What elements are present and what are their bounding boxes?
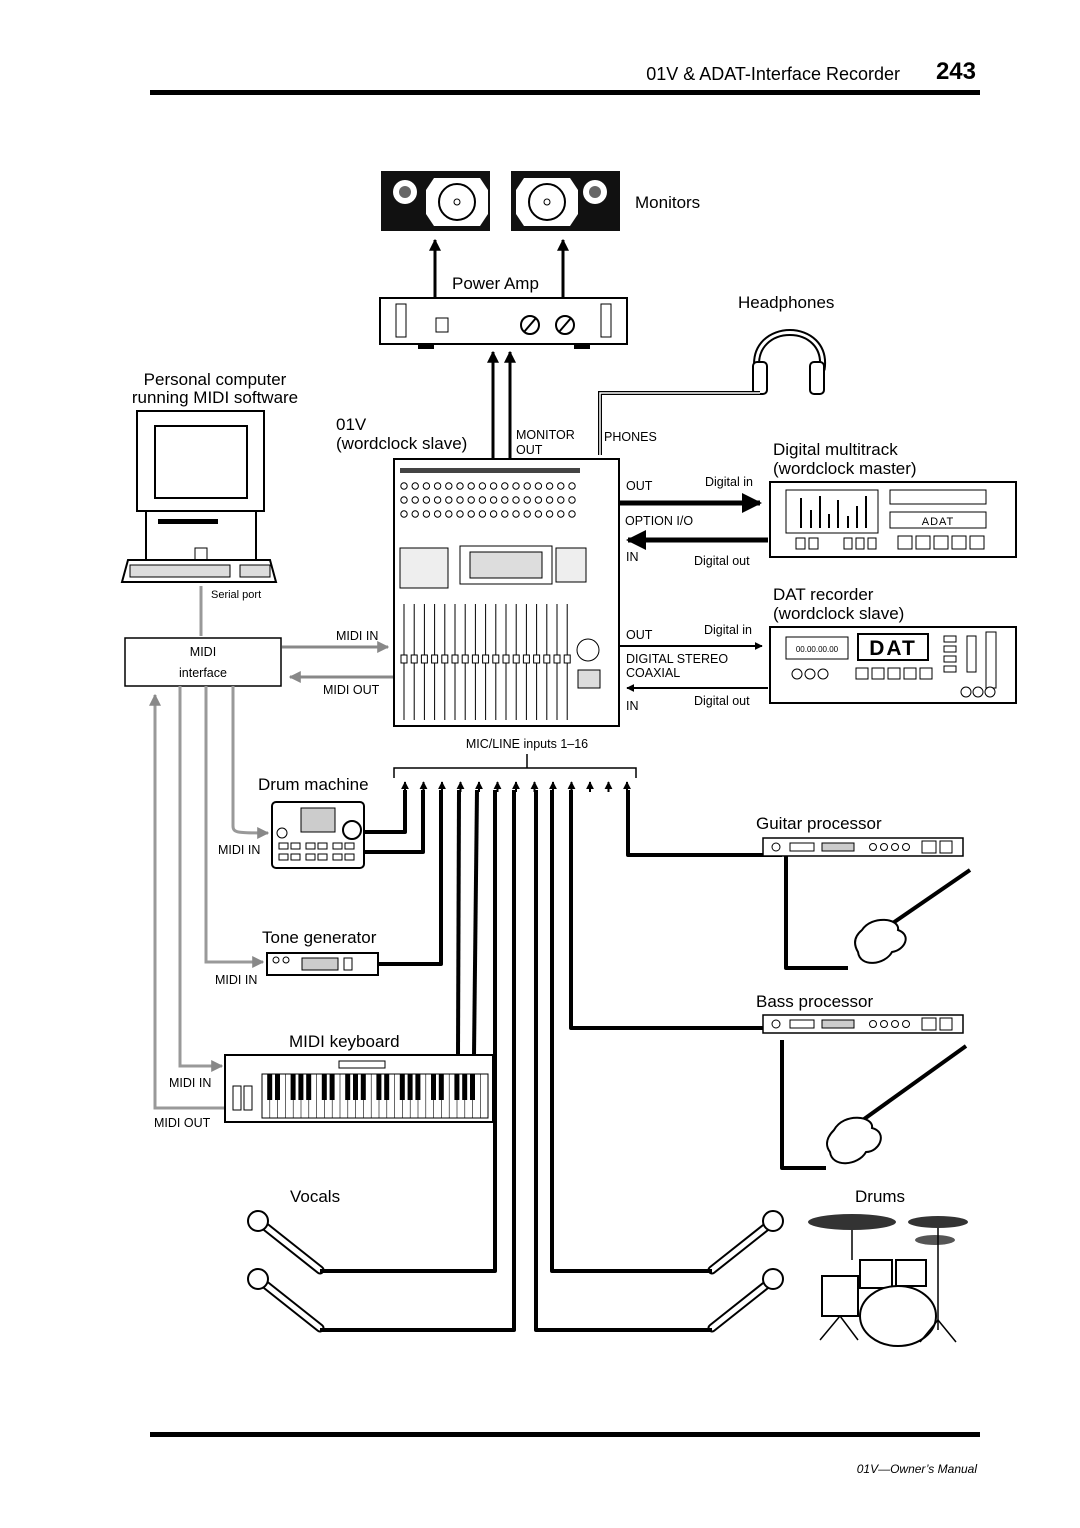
microphone-left-2 xyxy=(247,1268,325,1333)
keyboard-midi-in-label: MIDI IN xyxy=(169,1076,211,1090)
coax-label-2: COAXIAL xyxy=(626,666,680,680)
computer-label-1: Personal computer xyxy=(144,370,287,389)
digital-out-label-1: Digital out xyxy=(694,554,750,568)
drum-kit xyxy=(808,1214,968,1347)
dat-label-1: DAT recorder xyxy=(773,585,874,604)
guitar-processor-label: Guitar processor xyxy=(756,814,882,833)
coax-in-label: IN xyxy=(626,699,639,713)
page-header: 01V & ADAT-Interface Recorder 243 xyxy=(150,58,980,88)
drum-midi-in-label: MIDI IN xyxy=(218,843,260,857)
guitar-processor xyxy=(762,837,964,857)
digital-in-label-1: Digital in xyxy=(705,475,753,489)
multitrack-label-2: (wordclock master) xyxy=(773,459,917,478)
electric-guitar xyxy=(854,868,972,964)
digital-out-label-2: Digital out xyxy=(694,694,750,708)
monitor-out-label-1: MONITOR xyxy=(516,428,575,442)
coax-label-1: DIGITAL STEREO xyxy=(626,652,728,666)
bass-processor-label: Bass processor xyxy=(756,992,873,1011)
mic-line-inputs-label: MIC/LINE inputs 1–16 xyxy=(466,737,588,751)
dat-recorder xyxy=(769,626,1017,704)
midi-interface-label-1: MIDI xyxy=(190,645,216,659)
monitor-speaker-left xyxy=(381,171,490,231)
tone-generator-label: Tone generator xyxy=(262,928,377,947)
power-amp xyxy=(379,297,628,349)
personal-computer xyxy=(120,410,278,583)
monitor-out-label-2: OUT xyxy=(516,443,543,457)
computer-label-2: running MIDI software xyxy=(132,388,298,407)
page-number: 243 xyxy=(935,58,976,85)
digital-in-label-2: Digital in xyxy=(704,623,752,637)
headphones xyxy=(752,329,826,395)
serial-port-label: Serial port xyxy=(211,589,261,601)
power-amp-label: Power Amp xyxy=(452,274,539,293)
drum-machine xyxy=(271,801,365,869)
drums-label: Drums xyxy=(855,1187,905,1206)
midi-interface-label-2: interface xyxy=(179,666,227,680)
mixer-label-2: (wordclock slave) xyxy=(336,434,467,453)
footer-text: 01V—Owner’s Manual xyxy=(856,1462,977,1476)
tone-generator xyxy=(266,952,379,976)
mixer-midi-out-label: MIDI OUT xyxy=(323,683,380,697)
coax-out-label: OUT xyxy=(626,628,653,642)
option-out-label: OUT xyxy=(626,479,653,493)
vocals-label: Vocals xyxy=(290,1187,340,1206)
microphone-right-1 xyxy=(707,1210,784,1275)
header-title: 01V & ADAT-Interface Recorder xyxy=(646,64,900,84)
dat-badge: DAT xyxy=(869,637,917,660)
tone-midi-in-label: MIDI IN xyxy=(215,973,257,987)
mixer-01v xyxy=(393,458,620,727)
bottom-rule xyxy=(150,1432,980,1437)
dat-label-2: (wordclock slave) xyxy=(773,604,904,623)
headphones-label: Headphones xyxy=(738,293,834,312)
bass-processor xyxy=(762,1014,964,1034)
keyboard-midi-out-label: MIDI OUT xyxy=(154,1116,211,1130)
dat-counter-display: 00.00.00.00 xyxy=(796,645,839,654)
mixer-label-1: 01V xyxy=(336,415,367,434)
adat-recorder xyxy=(769,481,1017,558)
mixer-midi-in-label: MIDI IN xyxy=(336,629,378,643)
top-rule xyxy=(150,90,980,95)
adat-badge: ADAT xyxy=(922,516,955,528)
midi-keyboard xyxy=(224,1054,494,1123)
option-io-label: OPTION I/O xyxy=(625,514,693,528)
midi-interface xyxy=(124,637,282,687)
microphone-right-2 xyxy=(707,1268,784,1333)
bass-guitar xyxy=(826,1044,968,1165)
midi-keyboard-label: MIDI keyboard xyxy=(289,1032,400,1051)
drum-machine-label: Drum machine xyxy=(258,775,369,794)
microphone-left-1 xyxy=(247,1210,325,1275)
multitrack-label-1: Digital multitrack xyxy=(773,440,898,459)
option-in-label: IN xyxy=(626,550,639,564)
monitors-label: Monitors xyxy=(635,193,700,212)
monitor-speaker-right xyxy=(511,171,620,231)
phones-label: PHONES xyxy=(604,430,657,444)
